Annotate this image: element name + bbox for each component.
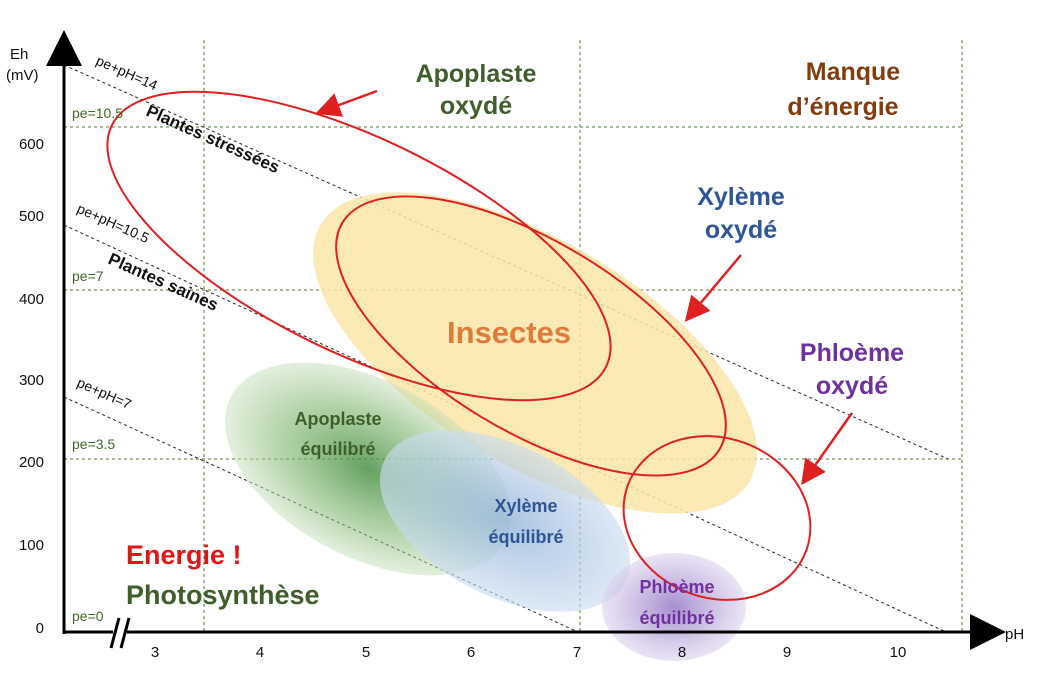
xylem-eq-label-1: Xylème bbox=[494, 496, 557, 516]
red-outlines bbox=[106, 90, 812, 601]
red-arrows bbox=[315, 89, 854, 486]
y-tick: 400 bbox=[19, 291, 44, 308]
phloem-eq-label-1: Phloème bbox=[639, 577, 714, 597]
x-tick: 3 bbox=[151, 644, 159, 661]
pe105-label: pe=10.5 bbox=[72, 105, 123, 121]
y-tick: 300 bbox=[19, 372, 44, 389]
insects-label: Insectes bbox=[447, 315, 571, 350]
diag-14 bbox=[63, 64, 949, 460]
xylem-oxidized-label-1: Xylème bbox=[697, 183, 785, 211]
y-tick: 100 bbox=[19, 537, 44, 554]
stressed-plants-label: Plantes stressées bbox=[143, 101, 282, 177]
xylem-eq-label-2: équilibré bbox=[488, 527, 563, 547]
pe7-label: pe=7 bbox=[72, 268, 104, 284]
arrow-phloem bbox=[801, 412, 854, 486]
energy-lack-label-2: d’énergie bbox=[787, 93, 898, 121]
xylem-equilibrium-zone bbox=[379, 430, 631, 612]
apoplast-eq-label-2: équilibré bbox=[300, 439, 375, 459]
x-tick: 7 bbox=[573, 644, 581, 661]
diag-14-label: pe+pH=14 bbox=[94, 52, 160, 93]
diag-105-label: pe+pH=10.5 bbox=[75, 200, 152, 246]
apoplast-oxidized-label-1: Apoplaste bbox=[416, 60, 537, 88]
phloem-oxidized-label-2: oxydé bbox=[816, 372, 888, 400]
apoplast-oxidized-label-2: oxydé bbox=[440, 92, 512, 120]
x-ticks: 3 4 5 6 7 8 9 10 bbox=[151, 644, 907, 661]
phloem-oxidized-label-1: Phloème bbox=[800, 339, 904, 367]
x-axis-label: pH bbox=[1005, 626, 1024, 643]
y-tick: 500 bbox=[19, 208, 44, 225]
diag-7-label: pe+pH=7 bbox=[75, 374, 134, 412]
pe35-label: pe=3.5 bbox=[72, 436, 115, 452]
apoplast-oxidized-outline bbox=[106, 90, 612, 402]
y-axis-unit: (mV) bbox=[6, 67, 39, 84]
y-tick: 0 bbox=[36, 620, 44, 637]
arrow-apoplast bbox=[315, 89, 378, 117]
phloem-oxidized-outline bbox=[622, 435, 812, 601]
x-tick: 9 bbox=[783, 644, 791, 661]
energy-label: Energie ! bbox=[126, 540, 242, 570]
insects-zone bbox=[313, 192, 757, 514]
pe-labels: pe=0 pe=3.5 pe=7 pe=10.5 bbox=[72, 105, 123, 624]
y-ticks: 0 100 200 300 400 500 600 bbox=[19, 136, 44, 637]
arrow-xylem bbox=[684, 254, 742, 322]
energy-lack-label-1: Manque bbox=[806, 58, 901, 86]
y-tick: 200 bbox=[19, 454, 44, 471]
apoplast-eq-label-1: Apoplaste bbox=[294, 409, 381, 429]
pe0-label: pe=0 bbox=[72, 608, 104, 624]
x-tick: 4 bbox=[256, 644, 264, 661]
y-tick: 600 bbox=[19, 136, 44, 153]
phloem-equilibrium-zone bbox=[602, 553, 746, 661]
x-tick: 8 bbox=[678, 644, 686, 661]
photosynthesis-label: Photosynthèse bbox=[126, 580, 320, 610]
xylem-oxidized-label-2: oxydé bbox=[705, 216, 777, 244]
region-labels: Apoplaste oxydé Manque d’énergie Xylème … bbox=[294, 58, 904, 628]
xylem-oxidized-outline bbox=[335, 195, 727, 477]
phloem-eq-label-2: équilibré bbox=[639, 608, 714, 628]
x-tick: 6 bbox=[467, 644, 475, 661]
x-tick: 10 bbox=[890, 644, 907, 661]
y-axis-label: Eh bbox=[10, 46, 28, 63]
x-tick: 5 bbox=[362, 644, 370, 661]
axis-break bbox=[109, 617, 131, 649]
axes bbox=[46, 30, 1006, 650]
